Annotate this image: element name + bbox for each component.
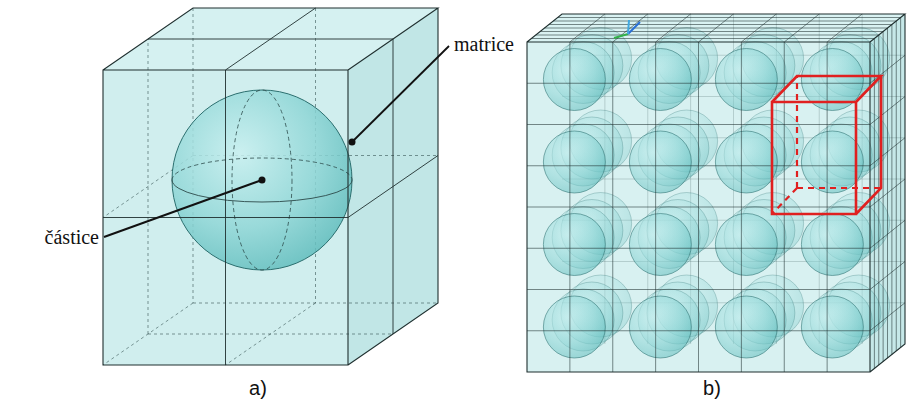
particle-sphere [172,90,352,270]
particle-sphere [801,214,863,276]
grid-line [549,24,892,25]
part-label: částice [45,226,99,249]
grid-line [699,14,734,42]
grid-line [827,14,862,42]
grid-line [870,220,905,248]
unit-cell [103,8,438,365]
grid-line [527,289,870,290]
particle-sphere [801,296,863,358]
sphere-meridian [232,90,292,270]
leader-line [352,46,449,142]
highlight-hidden-edges [772,76,881,214]
particle-sphere [629,49,691,111]
cube-edges [103,8,438,365]
grid-line [527,207,870,208]
grid-line [553,21,896,22]
highlighted-cell [772,76,881,214]
array-edges [527,14,905,372]
grid-line [527,330,870,331]
particle-sphere [715,214,777,276]
hidden-edges [103,8,438,365]
grid-line [900,18,901,348]
grid-line [896,21,897,351]
leader-dot [349,139,356,146]
grid-line [870,303,905,331]
particle-sphere [543,214,605,276]
particle-array [527,14,905,372]
grid-line [741,14,776,42]
highlight-edges [772,76,881,214]
particle-sphere [543,296,605,358]
axis-z [628,20,629,34]
leader-line [104,180,262,237]
grid-line [870,262,905,290]
sphere-lattice [543,28,889,359]
grid-line [784,42,785,372]
particle-sphere [543,131,605,193]
particle-sphere [543,49,605,111]
panel-label: a) [249,377,267,400]
array-front-face [527,42,870,372]
axis-y [614,34,628,38]
grid-line [827,42,828,372]
particle-sphere [801,131,863,193]
particle-sphere [715,296,777,358]
particle-sphere [715,49,777,111]
particle-sphere [629,214,691,276]
axis-x [628,22,640,34]
leader-dot [259,177,266,184]
particle-sphere [715,131,777,193]
axis-triad [614,20,640,38]
array-grid [527,14,905,372]
grid-line [558,17,901,18]
particle-sphere [629,296,691,358]
cube-grid-lines [103,8,438,365]
grid-line [891,25,892,355]
grid-line [784,14,819,42]
panel-label: b) [703,377,721,400]
grid-line [527,248,870,249]
part-label: matrice [454,33,514,56]
grid-line [741,42,742,372]
particle-sphere [629,131,691,193]
